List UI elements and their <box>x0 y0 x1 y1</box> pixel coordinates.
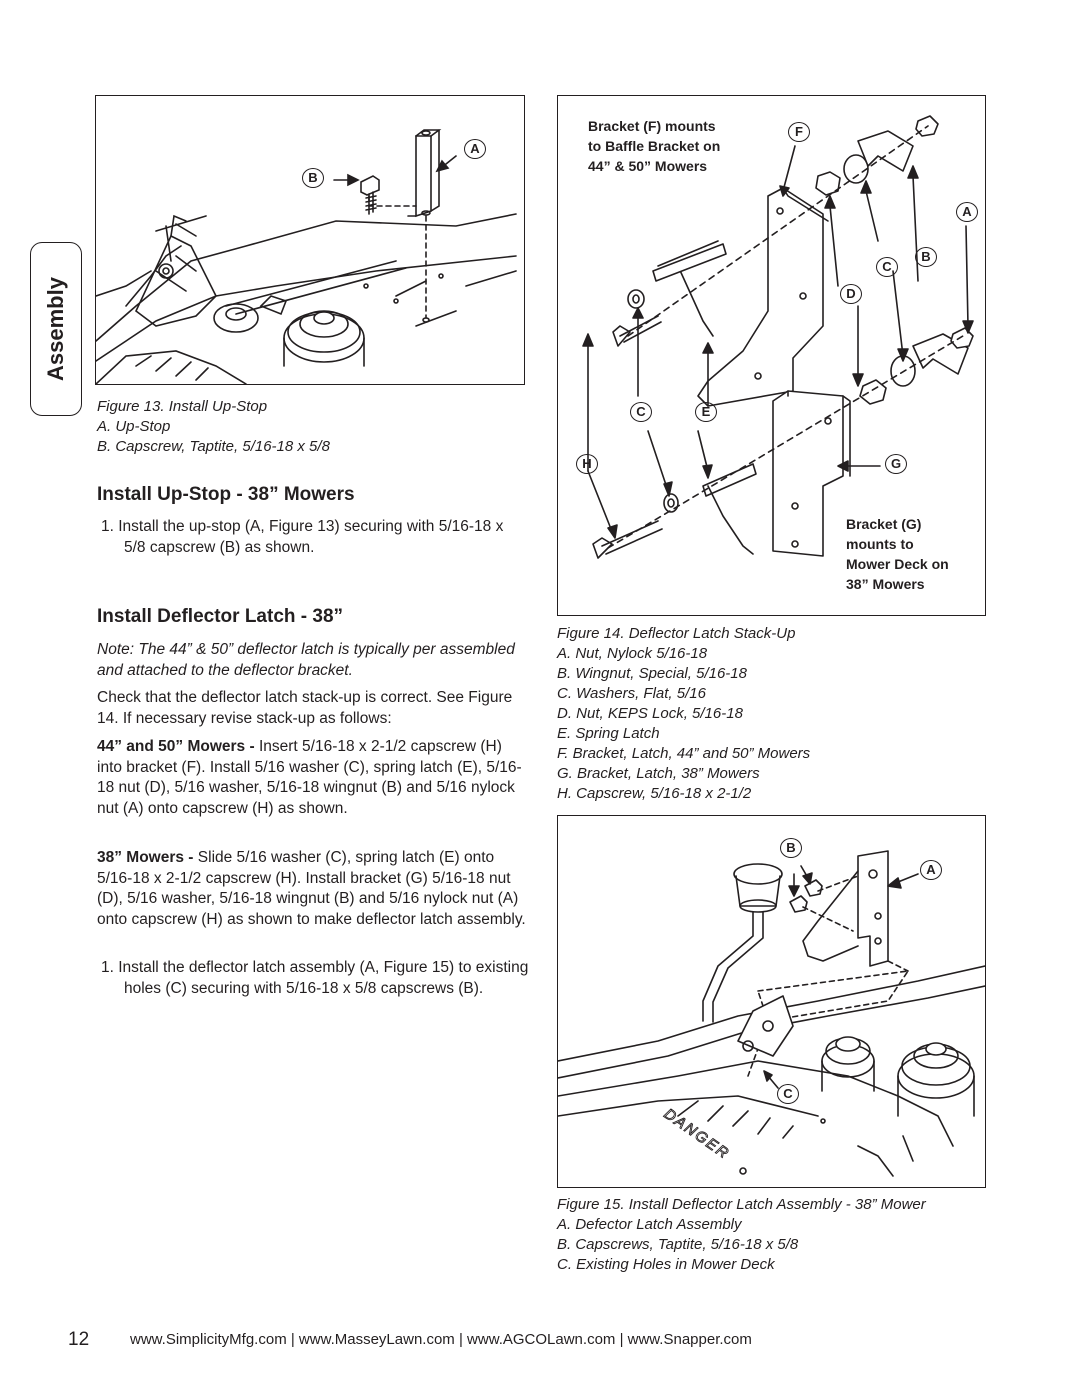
callout-c-badge: C <box>777 1084 799 1104</box>
upstop-heading: Install Up-Stop - 38” Mowers <box>97 484 355 505</box>
figure-15-item: A. Defector Latch Assembly <box>557 1216 742 1233</box>
figure-14-item: H. Capscrew, 5/16-18 x 2-1/2 <box>557 785 752 802</box>
figure-15-illustration: DANGER B A C <box>557 815 986 1188</box>
figure-14-item: G. Bracket, Latch, 38” Mowers <box>557 765 760 782</box>
callout-a-badge: A <box>464 139 486 159</box>
figure-14-item: F. Bracket, Latch, 44” and 50” Mowers <box>557 745 811 762</box>
deflector-44-50-instructions: 44” and 50” Mowers - Insert 5/16-18 x 2-… <box>97 737 527 819</box>
deflector-44-50-lead: 44” and 50” Mowers - <box>97 738 259 755</box>
callout-c-badge: C <box>630 402 652 422</box>
figure-13-caption-block: Figure 13. Install Up-Stop A. Up-Stop B.… <box>97 397 330 457</box>
callout-a-badge: A <box>956 202 978 222</box>
latch-install-drawing: DANGER <box>558 850 985 1177</box>
callout-b-letter: B <box>308 170 318 185</box>
figure-15-item: B. Capscrews, Taptite, 5/16-18 x 5/8 <box>557 1236 799 1253</box>
callout-a-badge: A <box>920 860 942 880</box>
figure-14-item: E. Spring Latch <box>557 725 660 742</box>
section-tab-label: Assembly <box>43 277 68 381</box>
stackup-drawing <box>582 115 974 559</box>
callout-b-badge: B <box>780 838 802 858</box>
callout-b-badge: B <box>915 247 937 267</box>
callout-e-badge: E <box>695 402 717 422</box>
callout-h-badge: H <box>576 454 598 474</box>
section-tab: Assembly <box>30 242 82 416</box>
deflector-note: Note: The 44” & 50” deflector latch is t… <box>97 641 515 679</box>
figure-13-caption: Figure 13. Install Up-Stop <box>97 398 268 415</box>
figure-13-item: A. Up-Stop <box>97 418 171 435</box>
figure-15-item: C. Existing Holes in Mower Deck <box>557 1256 775 1273</box>
deflector-check: Check that the deflector latch stack-up … <box>97 689 513 727</box>
callout-f-badge: F <box>788 122 810 142</box>
figure-13-illustration: A B <box>95 95 525 385</box>
figure-15-caption-block: Figure 15. Install Deflector Latch Assem… <box>557 1195 926 1275</box>
callout-a-letter: A <box>470 141 480 156</box>
deflector-38-lead: 38” Mowers - <box>97 849 198 866</box>
figure-14-item: C. Washers, Flat, 5/16 <box>557 685 706 702</box>
callout-b-badge: B <box>302 168 324 188</box>
upstop-drawing <box>96 129 517 384</box>
figure-13-item: B. Capscrew, Taptite, 5/16-18 x 5/8 <box>97 438 330 455</box>
figure-14-caption-block: Figure 14. Deflector Latch Stack-Up A. N… <box>557 624 810 804</box>
callout-g-badge: G <box>885 454 907 474</box>
deflector-step-1: 1. Install the deflector latch assembly … <box>101 959 529 997</box>
page-number: 12 <box>68 1329 90 1350</box>
deflector-44-50-text: Insert 5/16-18 x 2-1/2 capscrew (H) into… <box>97 738 522 817</box>
footer-links: www.SimplicityMfg.com | www.MasseyLawn.c… <box>130 1331 752 1348</box>
bracket-f-callout: Bracket (F) mounts to Baffle Bracket on … <box>588 118 721 174</box>
deflector-heading: Install Deflector Latch - 38” <box>97 606 344 627</box>
figure-14-illustration: Bracket (F) mounts to Baffle Bracket on … <box>557 95 986 616</box>
figure-15-caption: Figure 15. Install Deflector Latch Assem… <box>557 1196 926 1213</box>
deflector-38-text: Slide 5/16 washer (C), spring latch (E) … <box>97 849 526 928</box>
figure-14-item: D. Nut, KEPS Lock, 5/16-18 <box>557 705 743 722</box>
callout-d-badge: D <box>840 284 862 304</box>
deck-warning-text: DANGER <box>661 1105 733 1163</box>
deflector-38-instructions: 38” Mowers - Slide 5/16 washer (C), spri… <box>97 848 527 930</box>
bracket-g-callout: Bracket (G) mounts to Mower Deck on 38” … <box>846 516 949 592</box>
figure-14-item: A. Nut, Nylock 5/16-18 <box>557 645 708 662</box>
figure-14-caption: Figure 14. Deflector Latch Stack-Up <box>557 625 796 642</box>
upstop-step-1: 1. Install the up-stop (A, Figure 13) se… <box>101 518 504 556</box>
callout-c-badge: C <box>876 257 898 277</box>
figure-14-item: B. Wingnut, Special, 5/16-18 <box>557 665 747 682</box>
